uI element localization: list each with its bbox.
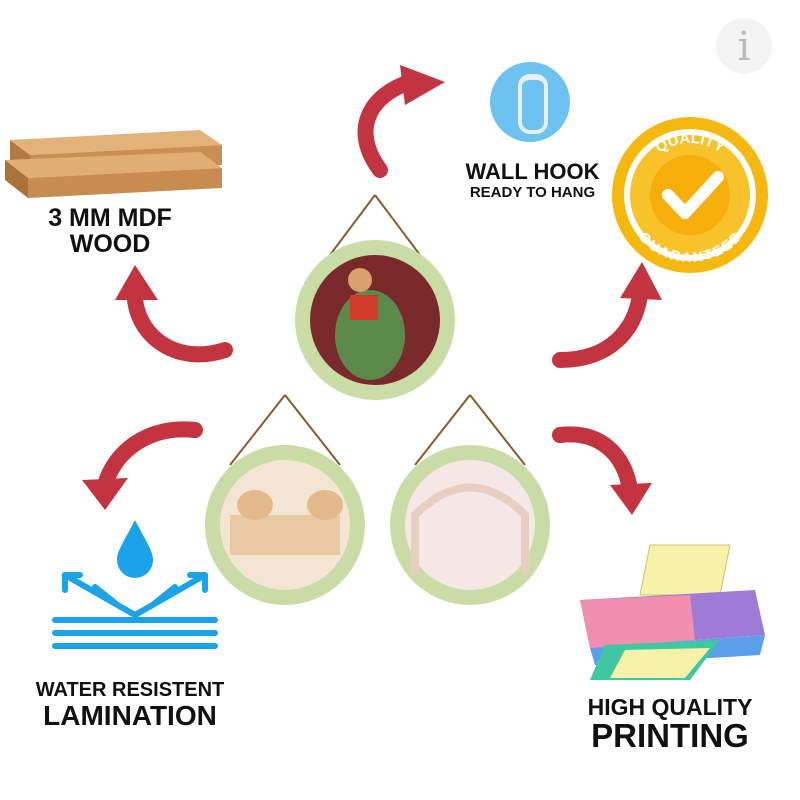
arrow-to-printing	[552, 426, 638, 498]
arrow-to-lamination	[97, 421, 203, 493]
lamination-label-line1: WATER RESISTENT	[35, 679, 225, 701]
lamination-label: WATER RESISTENT LAMINATION	[10, 679, 250, 731]
wall-hook-label: WALL HOOK READY TO HANG	[445, 160, 620, 201]
lamination-label-line2: LAMINATION	[43, 700, 217, 731]
arrow-to-badge	[552, 287, 648, 368]
hanging-lady-painting	[295, 240, 455, 400]
printer-icon	[580, 544, 765, 680]
water-lamination-icon	[52, 520, 218, 649]
arrow-to-hook	[357, 74, 418, 178]
wood-planks-icon	[5, 130, 222, 198]
printing-label-line1: HIGH QUALITY	[587, 694, 753, 720]
hanging-arch-painting	[390, 445, 550, 605]
wood-label-line1: 3 MM MDF	[48, 204, 172, 232]
quality-guaranteed-badge: QUALITY GUARANTEED	[612, 117, 768, 273]
brand-logo-letter: i	[737, 24, 751, 70]
hanging-palace-painting	[205, 445, 365, 605]
printing-label: HIGH QUALITY PRINTING	[570, 695, 770, 754]
wood-label-line2: WOOD	[69, 230, 151, 259]
product-hangings	[205, 194, 550, 605]
wood-label: 3 MM MDF WOOD	[20, 205, 200, 258]
brand-logo: i	[716, 18, 772, 74]
wall-hook-subtitle: READY TO HANG	[469, 184, 596, 202]
printing-label-line2: PRINTING	[591, 717, 749, 755]
arrow-to-wood	[127, 292, 233, 363]
wall-hook-title: WALL HOOK	[465, 159, 600, 184]
wall-hook-icon	[490, 62, 570, 142]
